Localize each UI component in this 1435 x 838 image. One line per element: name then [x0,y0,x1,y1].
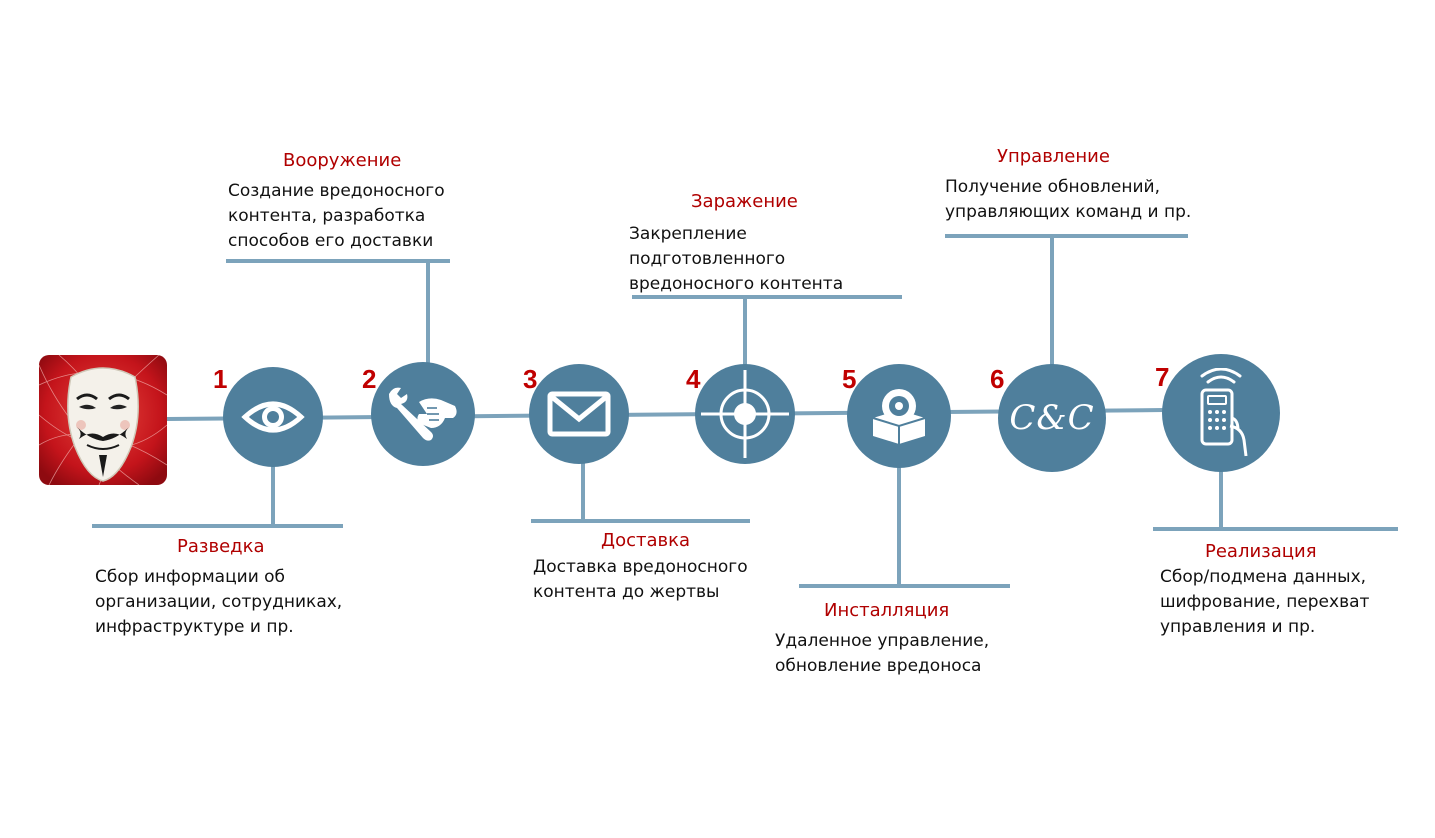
stage1-node[interactable] [223,367,323,467]
stage7-title: Реализация [1205,541,1317,562]
stage6-node[interactable]: C&C [998,364,1106,472]
crosshair-icon [701,370,789,458]
stage6-number: 6 [990,364,1005,394]
install-disc-icon [872,389,926,444]
stage5-node[interactable] [847,364,951,468]
desc-line: управляющих команд и пр. [945,202,1192,222]
stage3-number: 3 [523,364,538,394]
stage1-title: Разведка [177,536,265,557]
desc-line: обновление вредоноса [775,656,982,676]
stage4-node[interactable] [695,364,795,464]
desc-line: управления и пр. [1160,617,1316,637]
stage5-number: 5 [842,364,857,394]
stage6-description: Получение обновлений, управляющих команд… [945,175,1191,225]
stage5-title: Инсталляция [824,600,950,621]
stage1-description: Сбор информации об организации, сотрудни… [95,565,342,640]
remote-control-icon [1200,368,1248,457]
guy-fawkes-mask-icon [39,355,167,485]
desc-line: контента до жертвы [533,582,720,602]
desc-line: Закрепление [629,224,747,244]
stage4-title: Заражение [691,191,798,212]
stage3-description: Доставка вредоносного контента до жертвы [533,555,748,605]
stage3-title: Доставка [601,530,690,551]
stage7-description: Сбор/подмена данных, шифрование, перехва… [1160,565,1369,640]
wrench-hand-icon [389,387,457,441]
stage2-title: Вооружение [283,150,402,171]
stage6-title: Управление [997,146,1110,167]
stage2-node[interactable] [371,362,475,466]
stage7-number: 7 [1155,362,1170,392]
desc-line: организации, сотрудниках, [95,592,343,612]
desc-line: Получение обновлений, [945,177,1160,197]
desc-line: Сбор информации об [95,567,286,587]
stage5-description: Удаленное управление, обновление вредоно… [775,629,989,679]
stage2-number: 2 [362,364,377,394]
stage2-description: Создание вредоносного контента, разработ… [228,179,445,254]
desc-line: Сбор/подмена данных, [1160,567,1367,587]
desc-line: Создание вредоносного [228,181,445,201]
desc-line: контента, разработка [228,206,426,226]
envelope-icon [547,391,611,437]
desc-line: Удаленное управление, [775,631,990,651]
desc-line: подготовленного [629,249,786,269]
desc-line: шифрование, перехват [1160,592,1370,612]
cc-icon: C&C [1009,398,1095,438]
desc-line: способов его доставки [228,231,434,251]
desc-line: вредоносного контента [629,274,844,294]
stage1-number: 1 [213,364,228,394]
stage4-number: 4 [686,364,701,394]
stage4-description: Закрепление подготовленного вредоносного… [629,222,843,297]
desc-line: инфраструктуре и пр. [95,617,294,637]
eye-icon [241,401,305,433]
stage7-node[interactable] [1162,354,1280,472]
desc-line: Доставка вредоносного [533,557,748,577]
stage3-node[interactable] [529,364,629,464]
